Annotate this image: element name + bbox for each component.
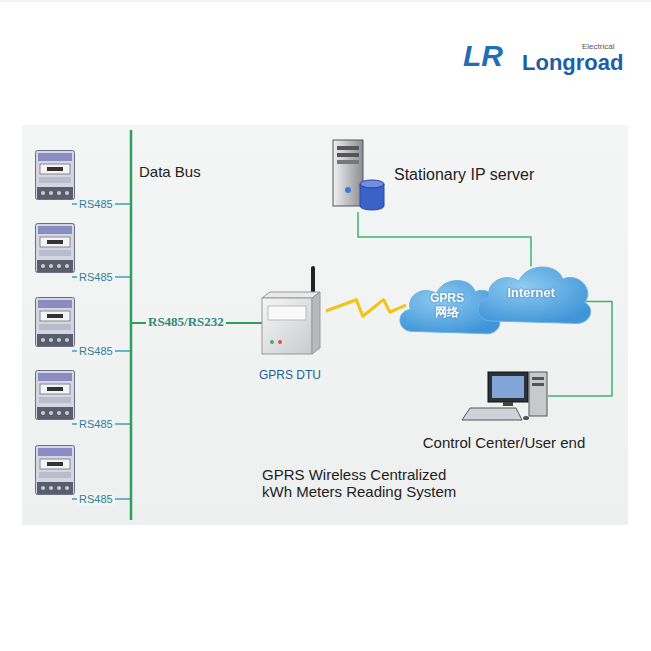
caption-text: GPRS Wireless Centralized kWh Meters Rea… bbox=[262, 466, 477, 500]
rs485-wires bbox=[72, 204, 131, 499]
network-line bbox=[358, 212, 531, 266]
server-node: Stationary IP server bbox=[328, 138, 388, 212]
port-label: RS485 bbox=[77, 492, 115, 506]
internet-cloud: Internet bbox=[470, 258, 592, 328]
dtu-label: GPRS DTU bbox=[259, 368, 321, 382]
logo-mark: LR bbox=[463, 38, 503, 74]
background-panel bbox=[22, 125, 628, 525]
server-icon bbox=[333, 140, 384, 210]
bus-label: Data Bus bbox=[139, 163, 201, 181]
dtu-icon bbox=[262, 268, 320, 354]
dtu-node: GPRS DTU bbox=[258, 266, 322, 356]
port-label: RS485 bbox=[77, 197, 115, 211]
top-rule bbox=[0, 1, 651, 2]
logo-name: Longroad bbox=[522, 50, 623, 76]
cloud-label: Internet bbox=[507, 285, 555, 301]
port-label: RS485 bbox=[77, 270, 115, 284]
kwh-meter bbox=[36, 298, 75, 347]
server-label: Stationary IP server bbox=[394, 165, 534, 184]
cloud-label: GPRS 网络 bbox=[425, 291, 469, 320]
port-label: RS485 bbox=[77, 344, 115, 358]
wireless-link bbox=[326, 300, 406, 317]
control-center-label: Control Center/User end bbox=[423, 434, 586, 452]
kwh-meter bbox=[36, 224, 75, 273]
interface-label: RS485/RS232 bbox=[146, 315, 226, 329]
kwh-meter bbox=[36, 446, 75, 495]
control-center-node: Control Center/User end bbox=[460, 368, 548, 422]
data-bus bbox=[130, 130, 133, 520]
port-label: RS485 bbox=[77, 417, 115, 431]
cloud-outline bbox=[478, 267, 591, 324]
computer-icon bbox=[462, 372, 547, 420]
kwh-meter bbox=[36, 151, 75, 200]
kwh-meter bbox=[36, 371, 75, 420]
